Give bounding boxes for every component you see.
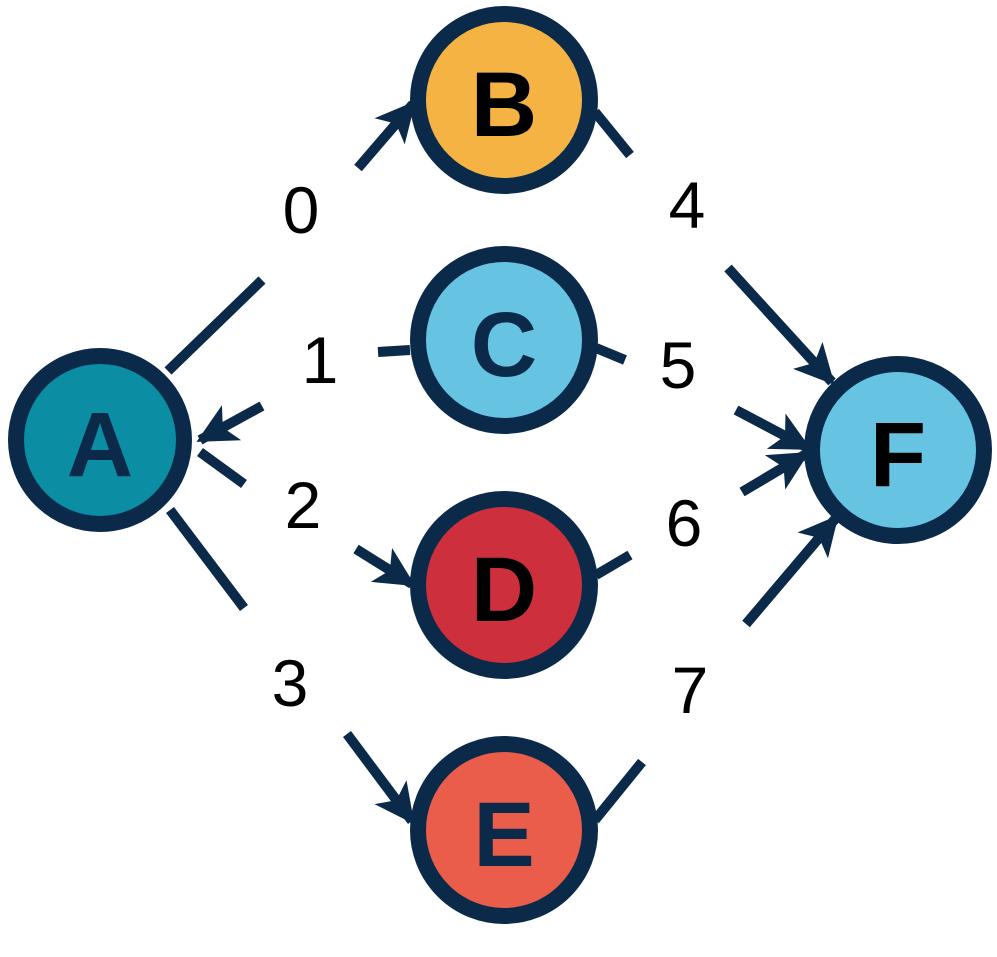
edge-label-3: 3 [272, 646, 309, 720]
edge-label-2: 2 [285, 468, 322, 542]
edge-b-to-f: 4 [591, 108, 836, 386]
edge-7-segment-head [742, 514, 840, 628]
edge-5-segment-head [733, 405, 812, 453]
edge-1-segment-tail [377, 345, 411, 357]
edge-label-5: 5 [660, 328, 697, 402]
edge-c-to-f: 5 [594, 328, 812, 453]
node-e-label: E [473, 784, 534, 886]
edge-a-to-d: 2 [197, 447, 416, 589]
node-a-circle [8, 348, 192, 532]
node-f-circle [804, 356, 992, 544]
edge-5-segment-tail [594, 343, 627, 365]
node-f-label: F [870, 404, 926, 506]
edge-2-segment-head [353, 544, 416, 589]
edge-1-segment-head [196, 401, 265, 445]
node-d-label: D [471, 539, 537, 641]
node-b: B [410, 6, 598, 194]
edge-7-segment-tail [591, 758, 646, 824]
edge-4-segment-head [724, 264, 836, 386]
node-c: C [410, 246, 598, 434]
edge-0-segment-head [354, 100, 417, 172]
node-f: F [804, 356, 992, 544]
node-b-label: B [471, 54, 537, 156]
edge-2-segment-tail [197, 447, 247, 489]
edge-label-4: 4 [669, 168, 706, 242]
edge-c-to-a: 1 [196, 323, 411, 445]
node-e: E [410, 736, 598, 924]
edge-label-0: 0 [283, 173, 320, 247]
edge-d-to-f: 6 [593, 449, 810, 580]
node-b-circle [410, 6, 598, 194]
edge-label-1: 1 [302, 323, 339, 397]
node-a-label: A [67, 394, 133, 496]
edge-6-segment-head [739, 449, 810, 497]
node-e-circle [410, 736, 598, 924]
edge-6-segment-tail [593, 550, 633, 580]
edge-label-6: 6 [666, 486, 703, 560]
edge-4-segment-tail [591, 108, 634, 159]
node-a: A [8, 348, 192, 532]
node-d-circle [410, 491, 598, 679]
edge-3-segment-tail [166, 506, 248, 612]
edge-3-segment-head [342, 731, 417, 825]
edge-a-to-b: 0 [164, 100, 417, 375]
node-d: D [410, 491, 598, 679]
edge-0-segment-tail [164, 276, 266, 375]
edge-label-7: 7 [672, 653, 709, 727]
edge-e-to-f: 7 [591, 514, 840, 824]
edge-a-to-e: 3 [166, 506, 417, 825]
node-c-label: C [471, 294, 537, 396]
node-c-circle [410, 246, 598, 434]
